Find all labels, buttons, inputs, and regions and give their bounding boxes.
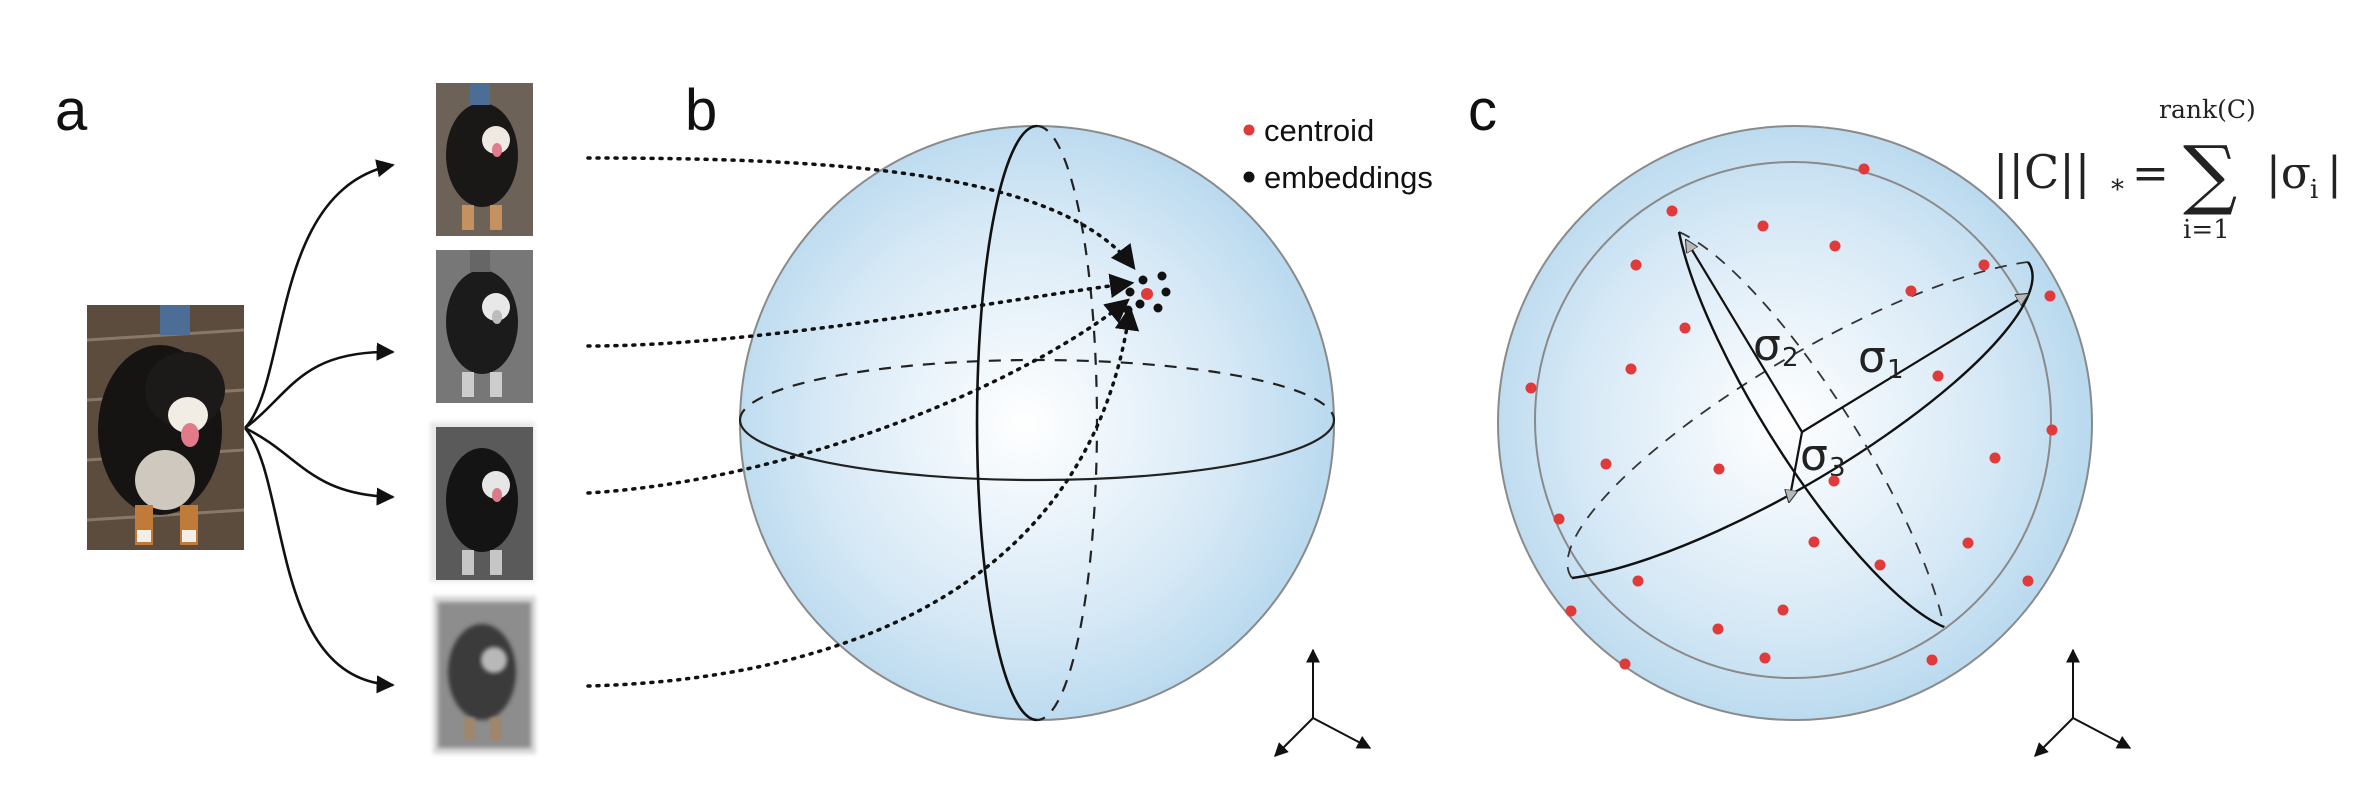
formula-upper-limit: rank(C) — [2159, 95, 2256, 124]
scattered-embeddings — [1525, 163, 2058, 670]
sigma1-axis — [1801, 294, 2028, 433]
sigma3-axis — [1789, 431, 1804, 502]
sigma2-label: σ — [1753, 320, 1781, 371]
legend-centroid-marker — [1243, 124, 1255, 136]
sigma1-label: σ — [1858, 332, 1886, 383]
formula-lower-limit: i=1 — [2183, 215, 2230, 245]
legend-centroid-label: centroid — [1264, 113, 1374, 148]
panel-label-b: b — [685, 78, 717, 143]
augmented-photo-4 — [433, 596, 536, 754]
sigma3-subscript: 3 — [1829, 453, 1846, 483]
legend-embeddings-marker — [1243, 171, 1255, 183]
formula-term-end: | — [2327, 148, 2342, 199]
formula-sum: ∑ — [2183, 129, 2237, 218]
augmented-photo-3 — [430, 422, 535, 582]
legend: centroid embeddings — [1243, 113, 1433, 195]
sigma3-label: σ — [1800, 430, 1828, 481]
embedding-sphere — [738, 124, 1336, 722]
rank-sphere — [1497, 125, 2093, 721]
formula-term: |σ — [2266, 148, 2311, 199]
original-dog-photo — [86, 305, 245, 550]
sigma1-subscript: 1 — [1887, 355, 1904, 385]
centroid-point — [1141, 288, 1153, 300]
sigma-labels: σ 2 σ 1 σ 3 — [1753, 320, 1904, 483]
sigma2-subscript: 2 — [1782, 343, 1799, 373]
augmentation-arrows — [244, 159, 395, 694]
sigma2-axis — [1686, 240, 1803, 433]
panel-label-c: c — [1468, 78, 1497, 143]
principal-axes — [1686, 240, 2028, 502]
formula-term-subscript: i — [2310, 175, 2318, 205]
nuclear-norm-formula: ||C|| * = ∑ rank(C) i=1 |σ i | — [1993, 95, 2342, 245]
augmented-photo-1 — [436, 83, 533, 236]
panel-label-a: a — [55, 78, 88, 143]
formula-lhs: ||C|| — [1993, 145, 2090, 199]
embedding-arrows — [586, 156, 1140, 688]
legend-embeddings-label: embeddings — [1264, 160, 1433, 195]
formula-lhs-subscript: * — [2111, 175, 2124, 205]
augmented-photo-2 — [436, 250, 533, 403]
axes-icon — [1274, 648, 1372, 757]
embedding-cluster — [1123, 271, 1171, 315]
formula-equals: = — [2132, 148, 2169, 199]
axes-icon-c — [2034, 648, 2132, 757]
